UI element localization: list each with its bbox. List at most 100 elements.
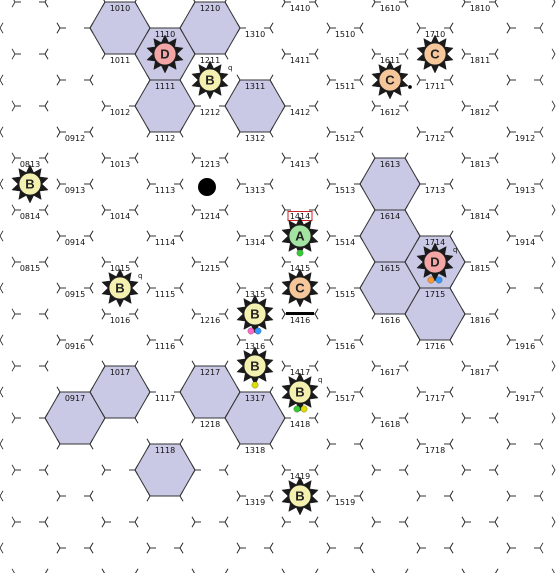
hex-corner-mark <box>224 412 229 424</box>
hex-corner-mark <box>461 521 471 528</box>
hex-corner-mark <box>416 339 426 346</box>
star-system-1211[interactable]: Bq <box>191 60 233 100</box>
hex-corner-mark <box>315 568 319 573</box>
hex-label: 0916 <box>65 342 85 351</box>
hex-corner-mark <box>11 1 21 8</box>
hex-label: 1115 <box>155 290 175 299</box>
hex-corner-mark <box>495 568 499 573</box>
hex-label: 1213 <box>200 160 220 169</box>
planet-class-label: C <box>385 73 395 88</box>
planet-class-label: A <box>295 229 305 244</box>
hex-corner-mark <box>134 412 139 424</box>
hex-corner-mark <box>56 443 66 450</box>
hex-corner-mark <box>416 547 426 554</box>
hex-corner-mark <box>191 417 201 424</box>
hex-label: 1718 <box>425 446 445 455</box>
hex-corner-mark <box>89 282 94 294</box>
hex-corner-mark <box>146 334 156 341</box>
star-system-1414[interactable]: A <box>281 216 319 256</box>
hex-corner-mark <box>224 204 229 216</box>
star-system-1417[interactable]: Bq <box>281 372 323 412</box>
star-system-1415[interactable]: C <box>281 268 319 308</box>
hex-corner-mark <box>534 443 544 450</box>
hex-label: 1812 <box>470 108 490 117</box>
hex-corner-mark <box>494 360 499 372</box>
hex-corner-mark <box>44 360 49 372</box>
hex-label: 1014 <box>110 212 130 221</box>
hex-corner-mark <box>494 516 499 528</box>
hex-corner-mark <box>404 464 409 476</box>
hex-corner-mark <box>101 360 111 367</box>
hex-label: 1717 <box>425 394 445 403</box>
hex-corner-mark <box>326 230 336 237</box>
star-system-1315[interactable]: B <box>236 294 274 334</box>
hex-corner-mark <box>101 105 111 112</box>
hex-corner-mark <box>224 464 229 476</box>
hex-corner-mark <box>11 256 21 263</box>
hex-corner-mark <box>44 0 49 8</box>
hex-corner-mark <box>56 386 66 393</box>
star-system-1714[interactable]: Dq <box>416 242 458 282</box>
planet-disc-icon <box>423 42 447 66</box>
star-system-0813[interactable]: B <box>11 164 49 204</box>
hex-corner-mark <box>404 204 409 216</box>
hex-label: 1816 <box>470 316 490 325</box>
hex-corner-mark <box>56 126 66 133</box>
hex-corner-mark <box>11 105 21 112</box>
hex-corner-mark <box>89 334 94 346</box>
hex-corner-mark <box>416 74 426 81</box>
star-system-1316[interactable]: B <box>236 346 274 386</box>
hex-label: 1210 <box>200 4 220 13</box>
hex-label: 1616 <box>380 316 400 325</box>
hex-corner-mark <box>191 1 201 8</box>
hex-corner-mark <box>179 490 184 502</box>
hex-corner-mark <box>494 464 499 476</box>
hex-corner-mark <box>326 183 336 190</box>
hex-corner-mark <box>326 334 336 341</box>
planet-disc-icon <box>243 354 267 378</box>
hex-corner-mark <box>146 235 156 242</box>
hex-label: 1217 <box>200 368 220 377</box>
hex-corner-mark <box>534 235 544 242</box>
planet-class-label: C <box>430 47 440 62</box>
hex-corner-mark <box>326 391 336 398</box>
hex-corner-mark <box>135 568 139 573</box>
hex-corner-mark <box>506 495 516 502</box>
hex-corner-mark <box>281 360 291 367</box>
hex-corner-mark <box>326 386 336 393</box>
hex-corner-mark <box>236 74 246 81</box>
hex-corner-mark <box>236 490 246 497</box>
marker-blue-icon <box>435 276 443 284</box>
hex-corner-mark <box>11 313 21 320</box>
hex-corner-mark <box>461 261 471 268</box>
star-system-1611[interactable]: C <box>371 60 409 100</box>
hex-corner-mark <box>326 443 336 450</box>
hex-corner-mark <box>416 495 426 502</box>
hex-corner-mark <box>11 568 15 573</box>
hex-corner-mark <box>461 464 471 471</box>
star-system-1015[interactable]: Bq <box>101 268 143 308</box>
hex-corner-mark <box>101 521 111 528</box>
hex-corner-mark <box>314 360 319 372</box>
hex-corner-mark <box>449 74 454 86</box>
star-system-1710[interactable]: C <box>416 34 454 74</box>
hex-corner-mark <box>224 48 229 60</box>
planet-disc-icon <box>288 484 312 508</box>
hex-label: 1811 <box>470 56 490 65</box>
hex-corner-mark <box>404 0 409 8</box>
hex-corner-mark <box>416 79 426 86</box>
hex-label: 0913 <box>65 186 85 195</box>
hex-label: 1514 <box>335 238 355 247</box>
hex-corner-mark <box>371 412 381 419</box>
star-system-1110[interactable]: D <box>146 34 184 74</box>
hex-label: 1413 <box>290 160 310 169</box>
hex-corner-mark <box>494 48 499 60</box>
hex-corner-mark <box>359 178 364 190</box>
star-system-1419[interactable]: B <box>281 476 319 516</box>
hex-corner-mark <box>416 235 426 242</box>
hex-corner-mark <box>56 334 66 341</box>
hex-corner-mark <box>326 339 336 346</box>
